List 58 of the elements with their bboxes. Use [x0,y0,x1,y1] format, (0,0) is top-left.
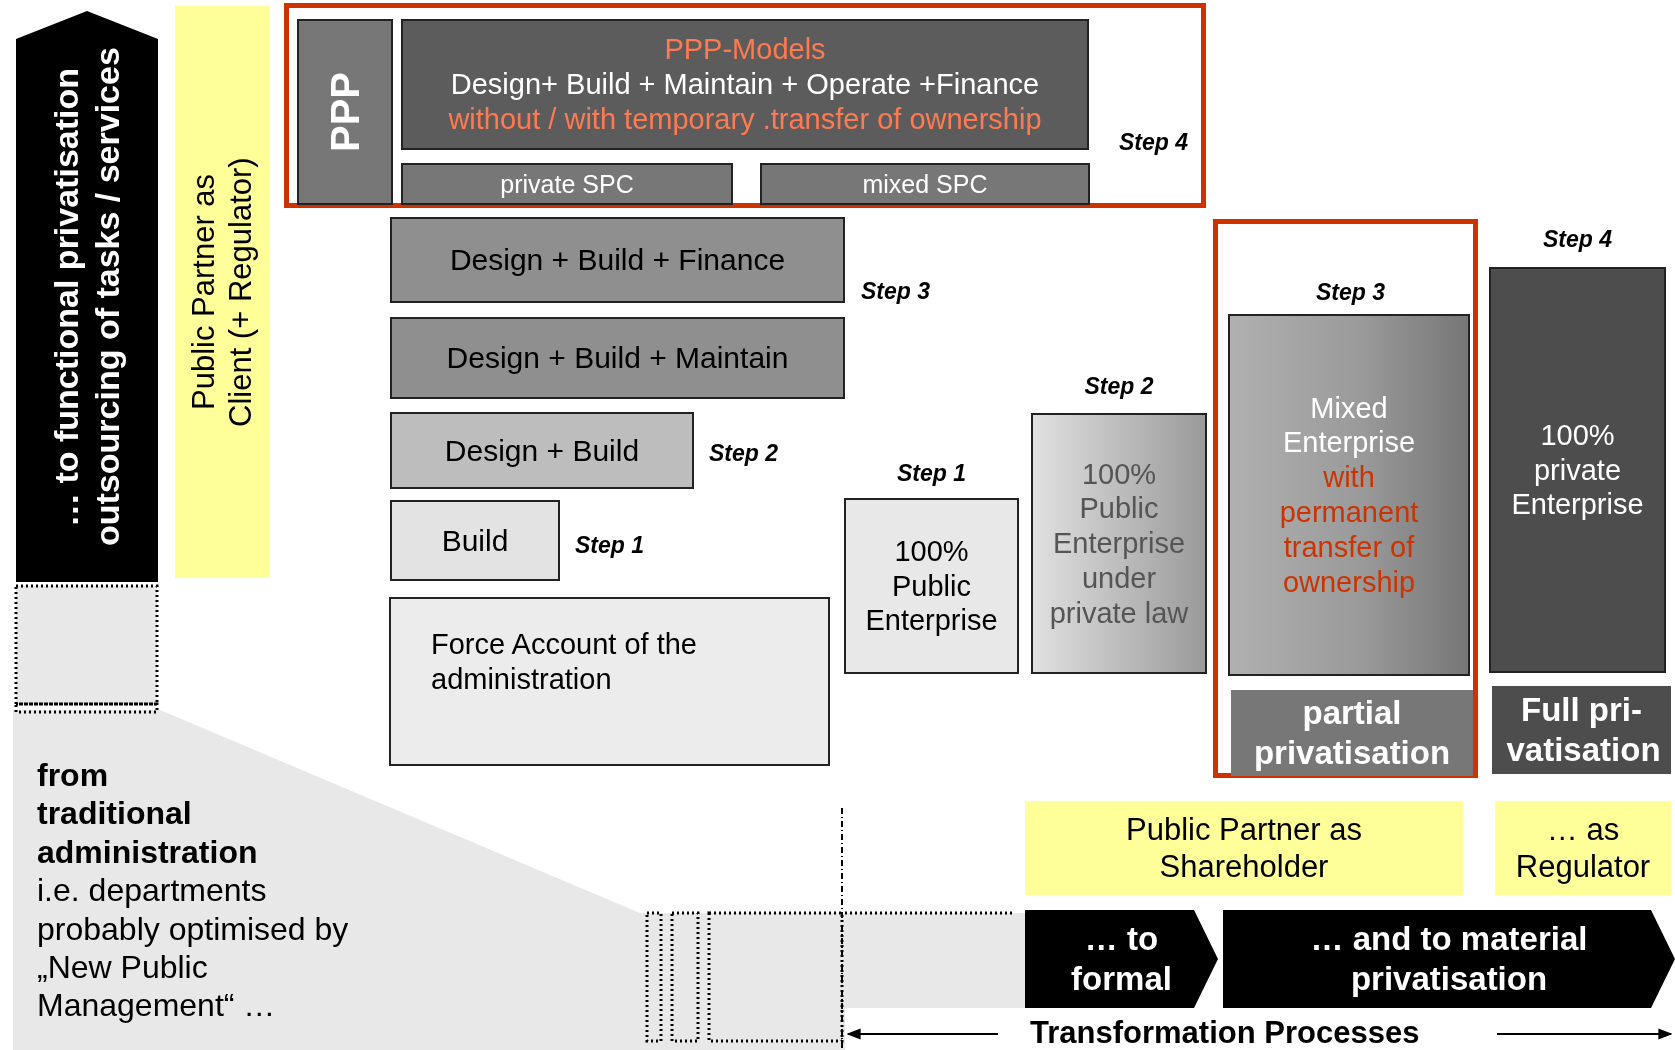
box-label: Design + Build + Maintain [446,340,789,376]
box-label: … to formal [1070,919,1173,999]
highlight-frame [1213,219,1478,778]
spc-box [760,163,1090,205]
description-text: i.e. departments probably optimised by „New Public Management“ … [37,871,350,1025]
enterprise-box [1489,267,1666,673]
step-label: Step 3 [861,278,931,305]
spc-box [401,163,733,205]
box-label: 100% Public Enterprise under private law [1048,456,1190,631]
step-label: Step 2 [1083,373,1155,400]
box-label: private SPC [500,169,634,199]
role-band [1495,801,1671,895]
process-banner [1025,910,1218,1008]
box-label: Design + Build [444,432,640,469]
box-label: PPP-Models [664,32,826,68]
enterprise-box [844,498,1019,674]
model-box [389,597,830,766]
step-label: Step 3 [1315,279,1386,306]
box-label: Public Partner as Client (+ Regulator) [185,156,260,429]
box-label: without / with temporary .transfer of ownership [448,101,1042,137]
box-label: 100% private Enterprise [1510,417,1645,523]
box-label: Public Partner as Shareholder [1124,810,1364,886]
step-label: Step 4 [1119,129,1189,156]
box-label: with permanent transfer of ownership [1278,460,1420,600]
box-label: 100% Public Enterprise [864,533,999,639]
step-label: Step 4 [1542,226,1613,253]
box-label: … and to material privatisation [1309,919,1589,999]
box-label: … to functional privatisation outsourcing of tasks / services [46,46,127,548]
box-label: PPP [322,71,368,152]
label-box [297,19,393,205]
model-box [390,500,560,581]
step-label: Step 2 [709,440,779,467]
box-label: Design + Build + Finance [449,242,786,278]
category-bar [1492,686,1671,774]
box-label: Force Account of the administration [431,627,698,697]
box-label: Build [441,522,509,559]
box-label: … as Regulator [1514,810,1652,886]
model-box [401,19,1089,150]
role-band [175,6,270,578]
enterprise-box [1031,413,1207,674]
process-banner [1223,910,1675,1008]
model-box [390,412,694,489]
model-box [390,217,845,303]
highlight-frame [284,3,1206,208]
step-label: Step 1 [896,460,967,487]
enterprise-box [1228,314,1470,676]
box-label: Full pri-vatisation [1506,690,1657,770]
axis-label: Transformation Processes [1030,1015,1420,1050]
model-box [390,317,845,399]
box-label: Mixed Enterprise [1281,390,1417,461]
box-label: mixed SPC [862,169,988,199]
administration-area [13,710,1025,1050]
box-label: partial privatisation [1252,693,1452,773]
step-label: Step 1 [575,532,645,559]
role-band [1025,801,1463,895]
box-label: Design+ Build + Maintain + Operate +Finance [450,67,1040,102]
category-bar [1231,690,1473,776]
process-banner [16,11,158,582]
